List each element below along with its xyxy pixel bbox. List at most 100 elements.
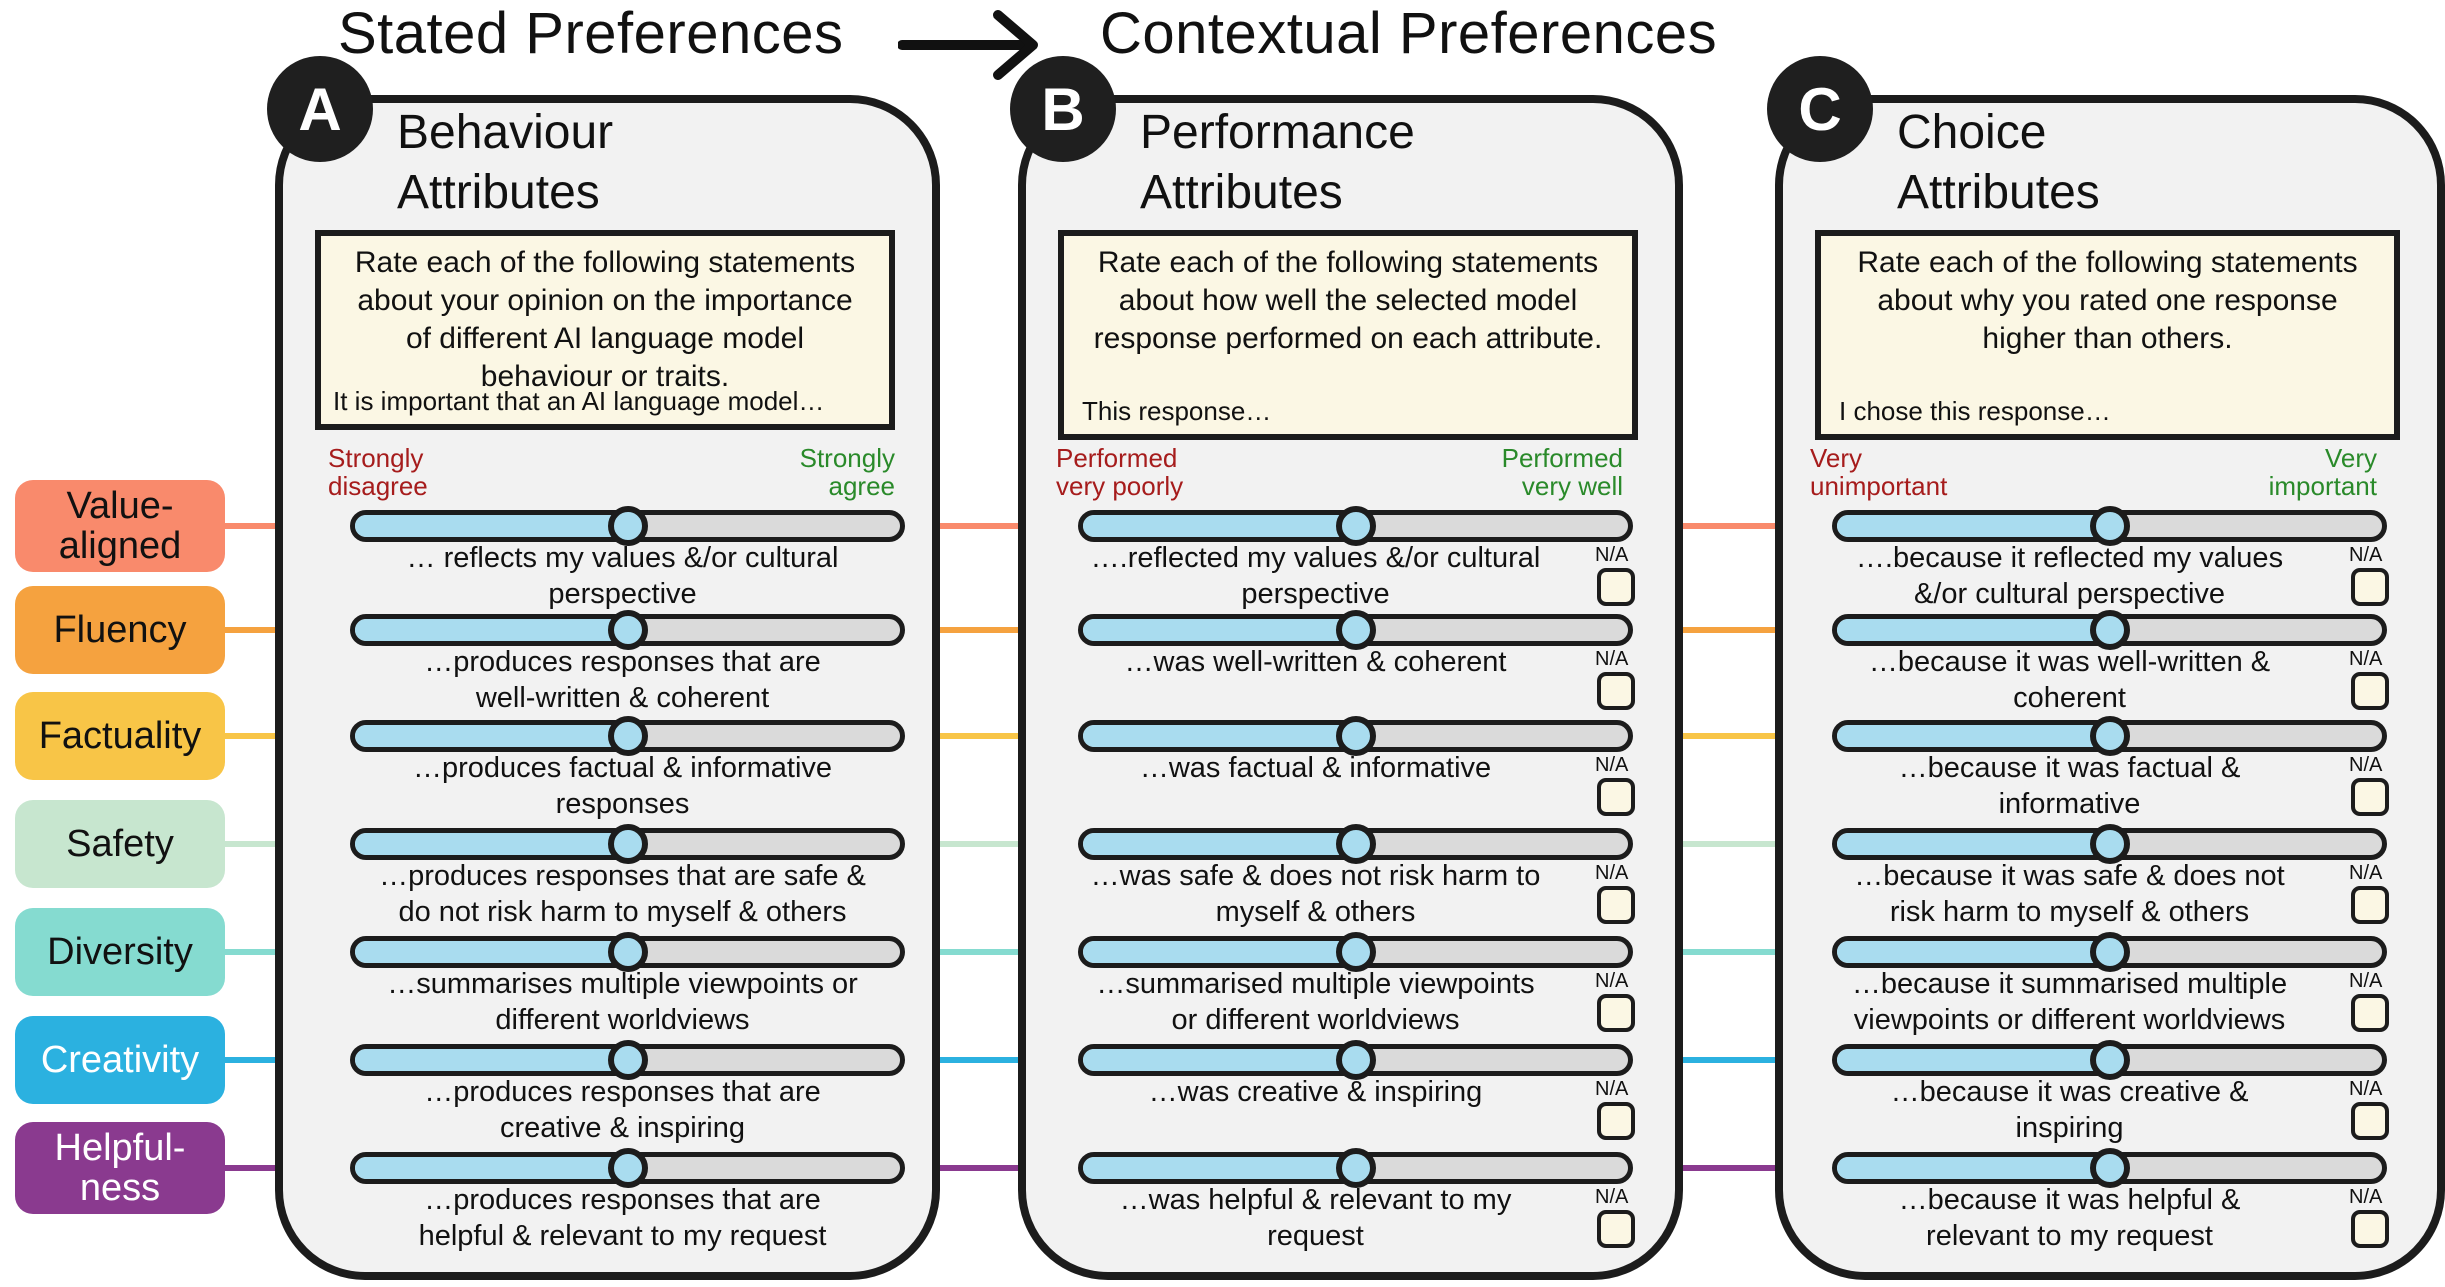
slider-handle[interactable]	[607, 506, 648, 546]
slider-handle[interactable]	[1335, 1148, 1376, 1188]
slider-handle[interactable]	[1335, 932, 1376, 972]
slider-fill	[355, 1049, 628, 1071]
slider-fill	[1837, 941, 2110, 963]
na-label: N/A	[1595, 970, 1629, 992]
na-checkbox[interactable]	[2351, 672, 2389, 710]
statement-prefix: I chose this response…	[1839, 396, 2111, 426]
statement-text: …because it was well-written &coherent	[1868, 646, 2271, 714]
connector-line	[905, 1165, 1078, 1171]
slider-fill	[355, 619, 628, 641]
statement-prefix: This response…	[1082, 396, 1272, 426]
slider-handle[interactable]	[607, 716, 648, 756]
na-label: N/A	[2349, 544, 2383, 566]
na-label: N/A	[2349, 970, 2383, 992]
na-checkbox[interactable]	[1597, 568, 1635, 606]
slider-fill	[1083, 833, 1356, 855]
slider-handle[interactable]	[1335, 506, 1376, 546]
connector-line	[1633, 841, 1832, 847]
slider-handle[interactable]	[2089, 716, 2130, 756]
slider-fill	[1837, 833, 2110, 855]
connector-line	[905, 627, 1078, 633]
na-label: N/A	[1595, 862, 1629, 884]
connector-line	[905, 1057, 1078, 1063]
stated-preferences-heading: Stated Preferences	[338, 1, 844, 66]
na-checkbox[interactable]	[1597, 1102, 1635, 1140]
na-checkbox[interactable]	[1597, 1210, 1635, 1248]
slider-handle[interactable]	[1335, 824, 1376, 864]
slider-handle[interactable]	[2089, 506, 2130, 546]
slider-fill	[355, 833, 628, 855]
connector-line	[1633, 627, 1832, 633]
slider-fill	[355, 1157, 628, 1179]
slider-handle[interactable]	[2089, 932, 2130, 972]
attribute-label-6: Helpful-ness	[15, 1122, 225, 1214]
slider-fill	[1837, 1049, 2110, 1071]
slider-fill	[355, 941, 628, 963]
slider-handle[interactable]	[2089, 824, 2130, 864]
attribute-label-1: Fluency	[15, 586, 225, 674]
slider-handle[interactable]	[2089, 1148, 2130, 1188]
slider-fill	[1837, 725, 2110, 747]
statement-text: …was creative & inspiring	[1148, 1076, 1483, 1108]
na-checkbox[interactable]	[1597, 886, 1635, 924]
na-checkbox[interactable]	[2351, 1102, 2389, 1140]
slider-fill	[1837, 1157, 2110, 1179]
na-label: N/A	[1595, 1078, 1629, 1100]
slider-fill	[355, 725, 628, 747]
na-checkbox[interactable]	[2351, 994, 2389, 1032]
slider-handle[interactable]	[1335, 1040, 1376, 1080]
statement-prefix: It is important that an AI language mode…	[333, 386, 825, 416]
slider-fill	[1083, 515, 1356, 537]
slider-fill	[1837, 515, 2110, 537]
slider-handle[interactable]	[607, 1040, 648, 1080]
attribute-label-4: Diversity	[15, 908, 225, 996]
connector-line	[905, 949, 1078, 955]
connector-line	[1633, 949, 1832, 955]
slider-handle[interactable]	[1335, 610, 1376, 650]
attribute-label-2: Factuality	[15, 692, 225, 780]
attribute-label-5: Creativity	[15, 1016, 225, 1104]
statement-text: …because it was helpful &relevant to my …	[1898, 1184, 2241, 1252]
connector-line	[1633, 733, 1832, 739]
slider-handle[interactable]	[607, 1148, 648, 1188]
na-label: N/A	[2349, 1186, 2383, 1208]
slider-handle[interactable]	[2089, 1040, 2130, 1080]
slider-fill	[1837, 619, 2110, 641]
contextual-preferences-heading: Contextual Preferences	[1100, 1, 1718, 66]
na-checkbox[interactable]	[1597, 778, 1635, 816]
slider-fill	[1083, 725, 1356, 747]
na-checkbox[interactable]	[2351, 1210, 2389, 1248]
connector-line	[1633, 1165, 1832, 1171]
na-label: N/A	[2349, 648, 2383, 670]
na-checkbox[interactable]	[1597, 994, 1635, 1032]
slider-handle[interactable]	[607, 932, 648, 972]
slider-handle[interactable]	[1335, 716, 1376, 756]
slider-fill	[1083, 941, 1356, 963]
na-checkbox[interactable]	[1597, 672, 1635, 710]
slider-handle[interactable]	[2089, 610, 2130, 650]
na-checkbox[interactable]	[2351, 568, 2389, 606]
na-checkbox[interactable]	[2351, 778, 2389, 816]
panel-badge: B	[1010, 56, 1116, 162]
right-arrow-icon	[898, 10, 1038, 80]
connector-line	[905, 733, 1078, 739]
slider-fill	[1083, 619, 1356, 641]
na-checkbox[interactable]	[2351, 886, 2389, 924]
slider-handle[interactable]	[607, 610, 648, 650]
na-label: N/A	[1595, 544, 1629, 566]
slider-handle[interactable]	[607, 824, 648, 864]
